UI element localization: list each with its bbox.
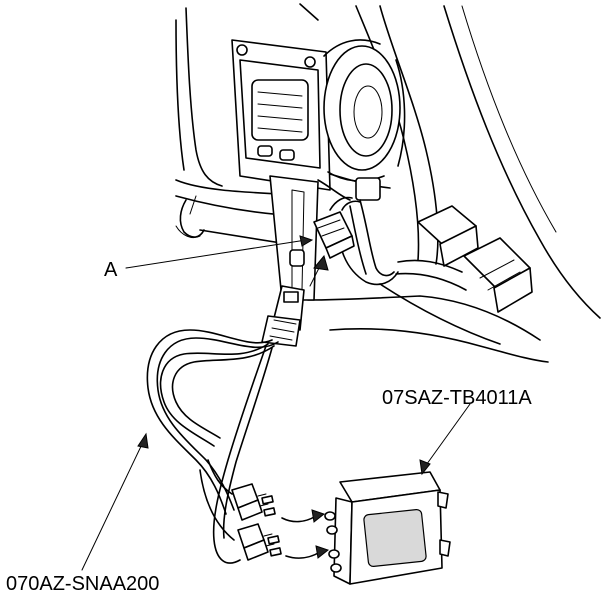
tool-harness-cable xyxy=(146,329,279,564)
connect-arrows xyxy=(281,509,330,559)
tool-plug-upper xyxy=(231,483,276,521)
label-callout-a: A xyxy=(104,259,118,281)
vehicle-harness xyxy=(338,199,533,313)
srs-test-box xyxy=(324,471,451,585)
seat-belt-retractor xyxy=(231,39,406,301)
leader-harness xyxy=(81,439,145,571)
label-tool-box: 07SAZ-TB4011A xyxy=(382,387,532,409)
tool-harness-connector xyxy=(261,285,305,347)
leader-a xyxy=(125,239,307,269)
label-tool-harness: 070AZ-SNAA200 xyxy=(6,573,159,595)
leader-lines xyxy=(81,235,471,571)
leader-box xyxy=(423,403,471,469)
srs-connector-a xyxy=(309,196,361,287)
tool-plug-lower xyxy=(237,523,282,561)
